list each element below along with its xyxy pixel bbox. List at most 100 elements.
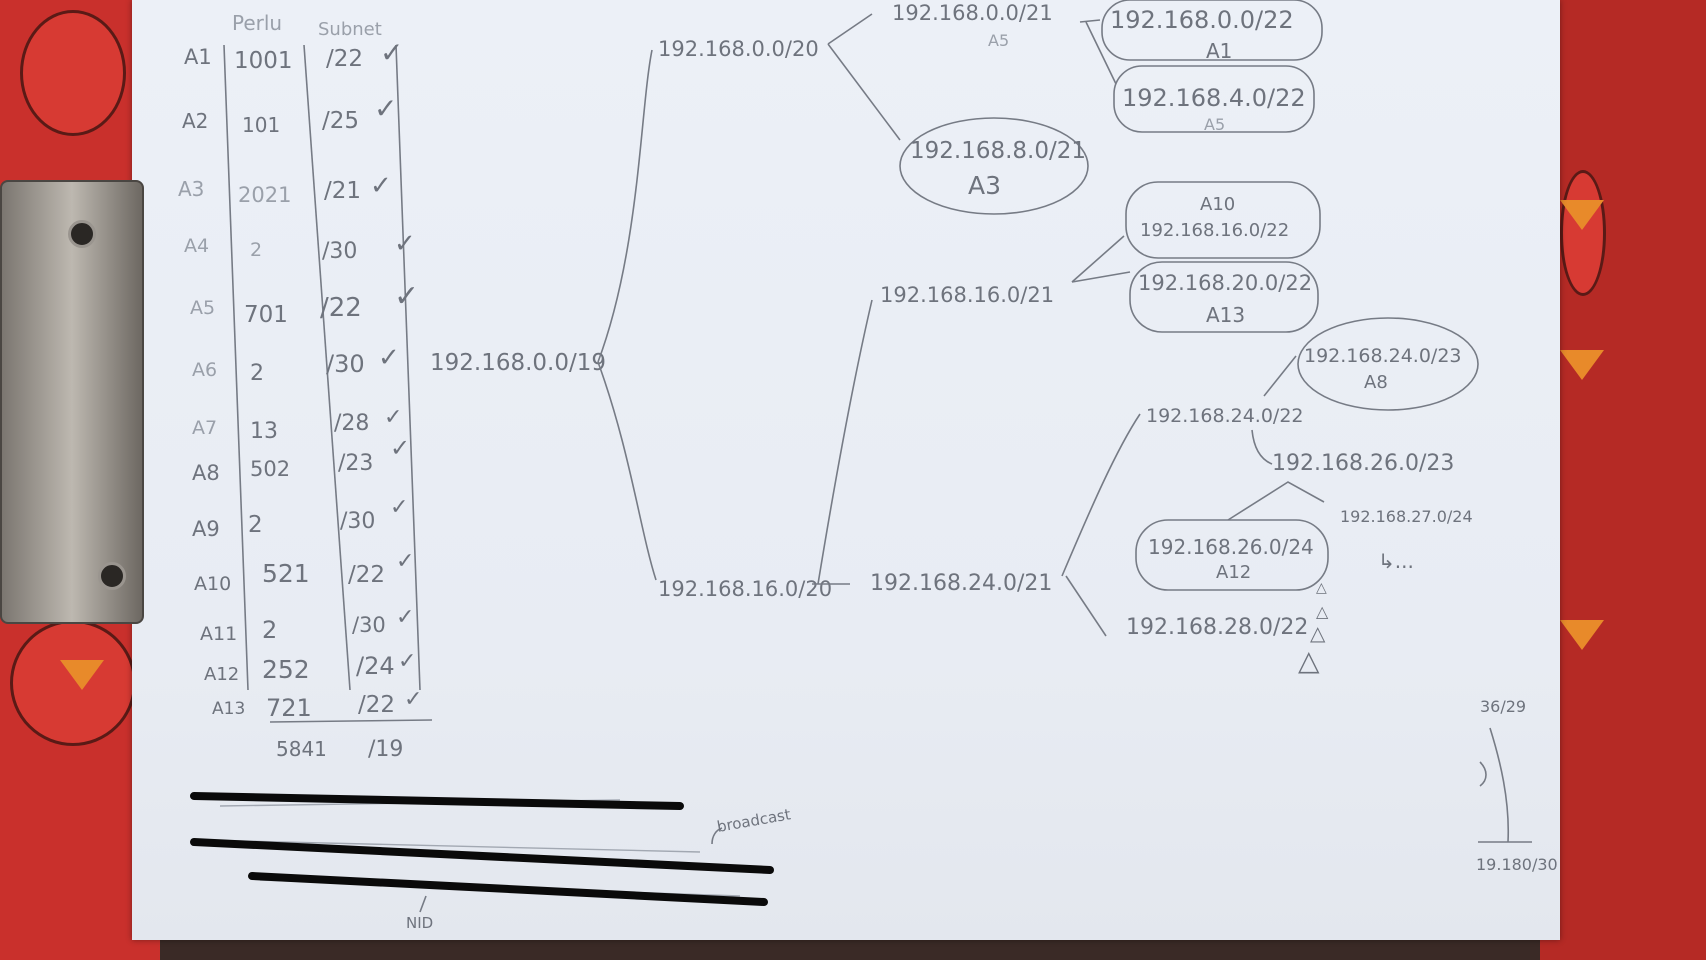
row-need: 2 — [262, 616, 277, 644]
corner-bracket — [1489, 727, 1510, 843]
metal-clip — [0, 180, 144, 624]
bird-beak-illustration — [1560, 350, 1604, 380]
tree-node-l6-right: 192.168.27.0/24 — [1340, 507, 1473, 526]
subnet-bubble-a13 — [1129, 261, 1319, 333]
a5-label: 192.168.4.0/22 — [1122, 84, 1306, 112]
subnet-bubble-a10 — [1125, 181, 1321, 259]
tree-branch — [597, 49, 653, 363]
row-name: A3 — [178, 177, 204, 201]
row-need: 101 — [242, 113, 280, 137]
subnet-table: Perlu Subnet A1 1001 /22 ✓ A2 101 /25 ✓ … — [178, 11, 433, 762]
row-need: 502 — [250, 457, 290, 481]
tree-branch — [827, 13, 873, 45]
row-name: A5 — [190, 297, 215, 319]
row-name: A1 — [184, 45, 212, 69]
table-row: A5 701 /22 ✓ — [190, 279, 419, 328]
tree-branch — [597, 361, 657, 581]
a5-tag: A5 — [1204, 115, 1225, 134]
table-header-subnet: Subnet — [318, 19, 382, 40]
row-mask: /30 — [322, 239, 357, 264]
total-need: 5841 — [276, 737, 327, 761]
redaction-bar — [248, 872, 768, 906]
table-row: A7 13 /28 ✓ — [192, 405, 402, 444]
check-mark: ✓ — [396, 549, 414, 574]
row-mask: /22 — [320, 293, 362, 323]
row-mask: /24 — [356, 652, 395, 680]
corner-note-bottom: 19.180/30 — [1476, 855, 1558, 874]
table-row: A13 721 /22 ✓ — [212, 687, 422, 722]
tree-branch — [827, 43, 901, 141]
row-mask: /25 — [322, 108, 359, 134]
table-row: A6 2 /30 ✓ — [192, 343, 400, 386]
row-name: A2 — [182, 109, 208, 133]
table-header-perlu: Perlu — [232, 11, 282, 35]
a12-tag: A12 — [1216, 562, 1251, 583]
row-need: 2 — [248, 512, 263, 538]
table-row: A8 502 /23 ✓ — [192, 434, 410, 485]
subnet-bubble-a5 — [1113, 65, 1315, 133]
tree-node-l5-a: 192.168.26.0/23 — [1272, 451, 1454, 476]
a13-tag: A13 — [1206, 303, 1245, 327]
bird-illustration — [1560, 170, 1606, 296]
subnet-bubble-a8 — [1297, 317, 1479, 411]
row-mask: /22 — [348, 562, 385, 588]
bird-beak-illustration — [1560, 620, 1604, 650]
table-row: A11 2 /30 ✓ — [200, 605, 414, 645]
tree-node-l3-c: 192.168.16.0/21 — [880, 283, 1054, 307]
clipboard-cover-right — [1540, 0, 1706, 960]
check-mark: ✓ — [394, 229, 416, 259]
corner-notes: 36/29 19.180/30 — [1476, 697, 1558, 874]
clip-rivet — [68, 220, 96, 248]
a8-label: 192.168.24.0/23 — [1304, 345, 1462, 367]
a3-label: 192.168.8.0/21 — [910, 138, 1086, 164]
corner-bracket — [1479, 761, 1487, 787]
tree-branch — [817, 299, 873, 585]
tree-root: 192.168.0.0/19 — [430, 350, 606, 376]
row-name: A10 — [194, 573, 231, 595]
tree-node-l2-bottom: 192.168.16.0/20 — [658, 577, 832, 601]
a10-tag: A10 — [1200, 194, 1235, 215]
row-name: A6 — [192, 359, 217, 381]
row-mask: /30 — [340, 509, 375, 534]
faded-note-line — [199, 839, 701, 853]
check-mark: ✓ — [396, 605, 414, 630]
triangle-marker: △ — [1316, 580, 1327, 596]
subnet-bubble-a12 — [1135, 519, 1329, 591]
table-row: A12 252 /24 ✓ — [204, 649, 416, 685]
row-need: 2021 — [238, 183, 291, 207]
a13-label: 192.168.20.0/22 — [1138, 271, 1312, 295]
subnet-tree: 192.168.0.0/19 192.168.0.0/20 192.168.16… — [430, 0, 1479, 677]
row-mask: /21 — [324, 178, 361, 204]
bottom-notes: broadcast NID — [190, 792, 792, 932]
row-need: 521 — [262, 559, 310, 588]
tree-branch — [1079, 19, 1101, 23]
tree-branch — [1061, 413, 1141, 577]
a10-label: 192.168.16.0/22 — [1140, 220, 1289, 241]
bird-beak-illustration — [1560, 200, 1604, 230]
table-total-row: 5841 /19 — [276, 737, 403, 762]
row-mask: /30 — [352, 613, 386, 637]
tree-branch — [1085, 21, 1117, 85]
triangle-marker: △ — [1298, 644, 1320, 677]
check-mark: ✓ — [370, 171, 392, 201]
check-mark: ✓ — [374, 92, 397, 125]
check-mark: ✓ — [380, 36, 403, 69]
row-name: A13 — [212, 699, 245, 719]
row-need: 13 — [250, 419, 278, 444]
table-total-line — [269, 719, 433, 723]
table-divider — [303, 44, 351, 691]
row-name: A9 — [192, 517, 220, 541]
table-divider — [395, 44, 421, 691]
a8-tag: A8 — [1364, 372, 1388, 393]
broadcast-note: broadcast — [716, 805, 792, 836]
row-need: 721 — [266, 694, 312, 722]
table-row: A9 2 /30 ✓ — [192, 495, 408, 541]
tree-branch — [1227, 481, 1325, 521]
tree-branch — [1251, 429, 1273, 465]
check-mark: ✓ — [390, 495, 408, 520]
bird-illustration — [20, 10, 126, 136]
a1-label: 192.168.0.0/22 — [1110, 6, 1294, 34]
table-row: A4 2 /30 ✓ — [184, 229, 416, 264]
table-row: A1 1001 /22 ✓ — [184, 36, 403, 74]
